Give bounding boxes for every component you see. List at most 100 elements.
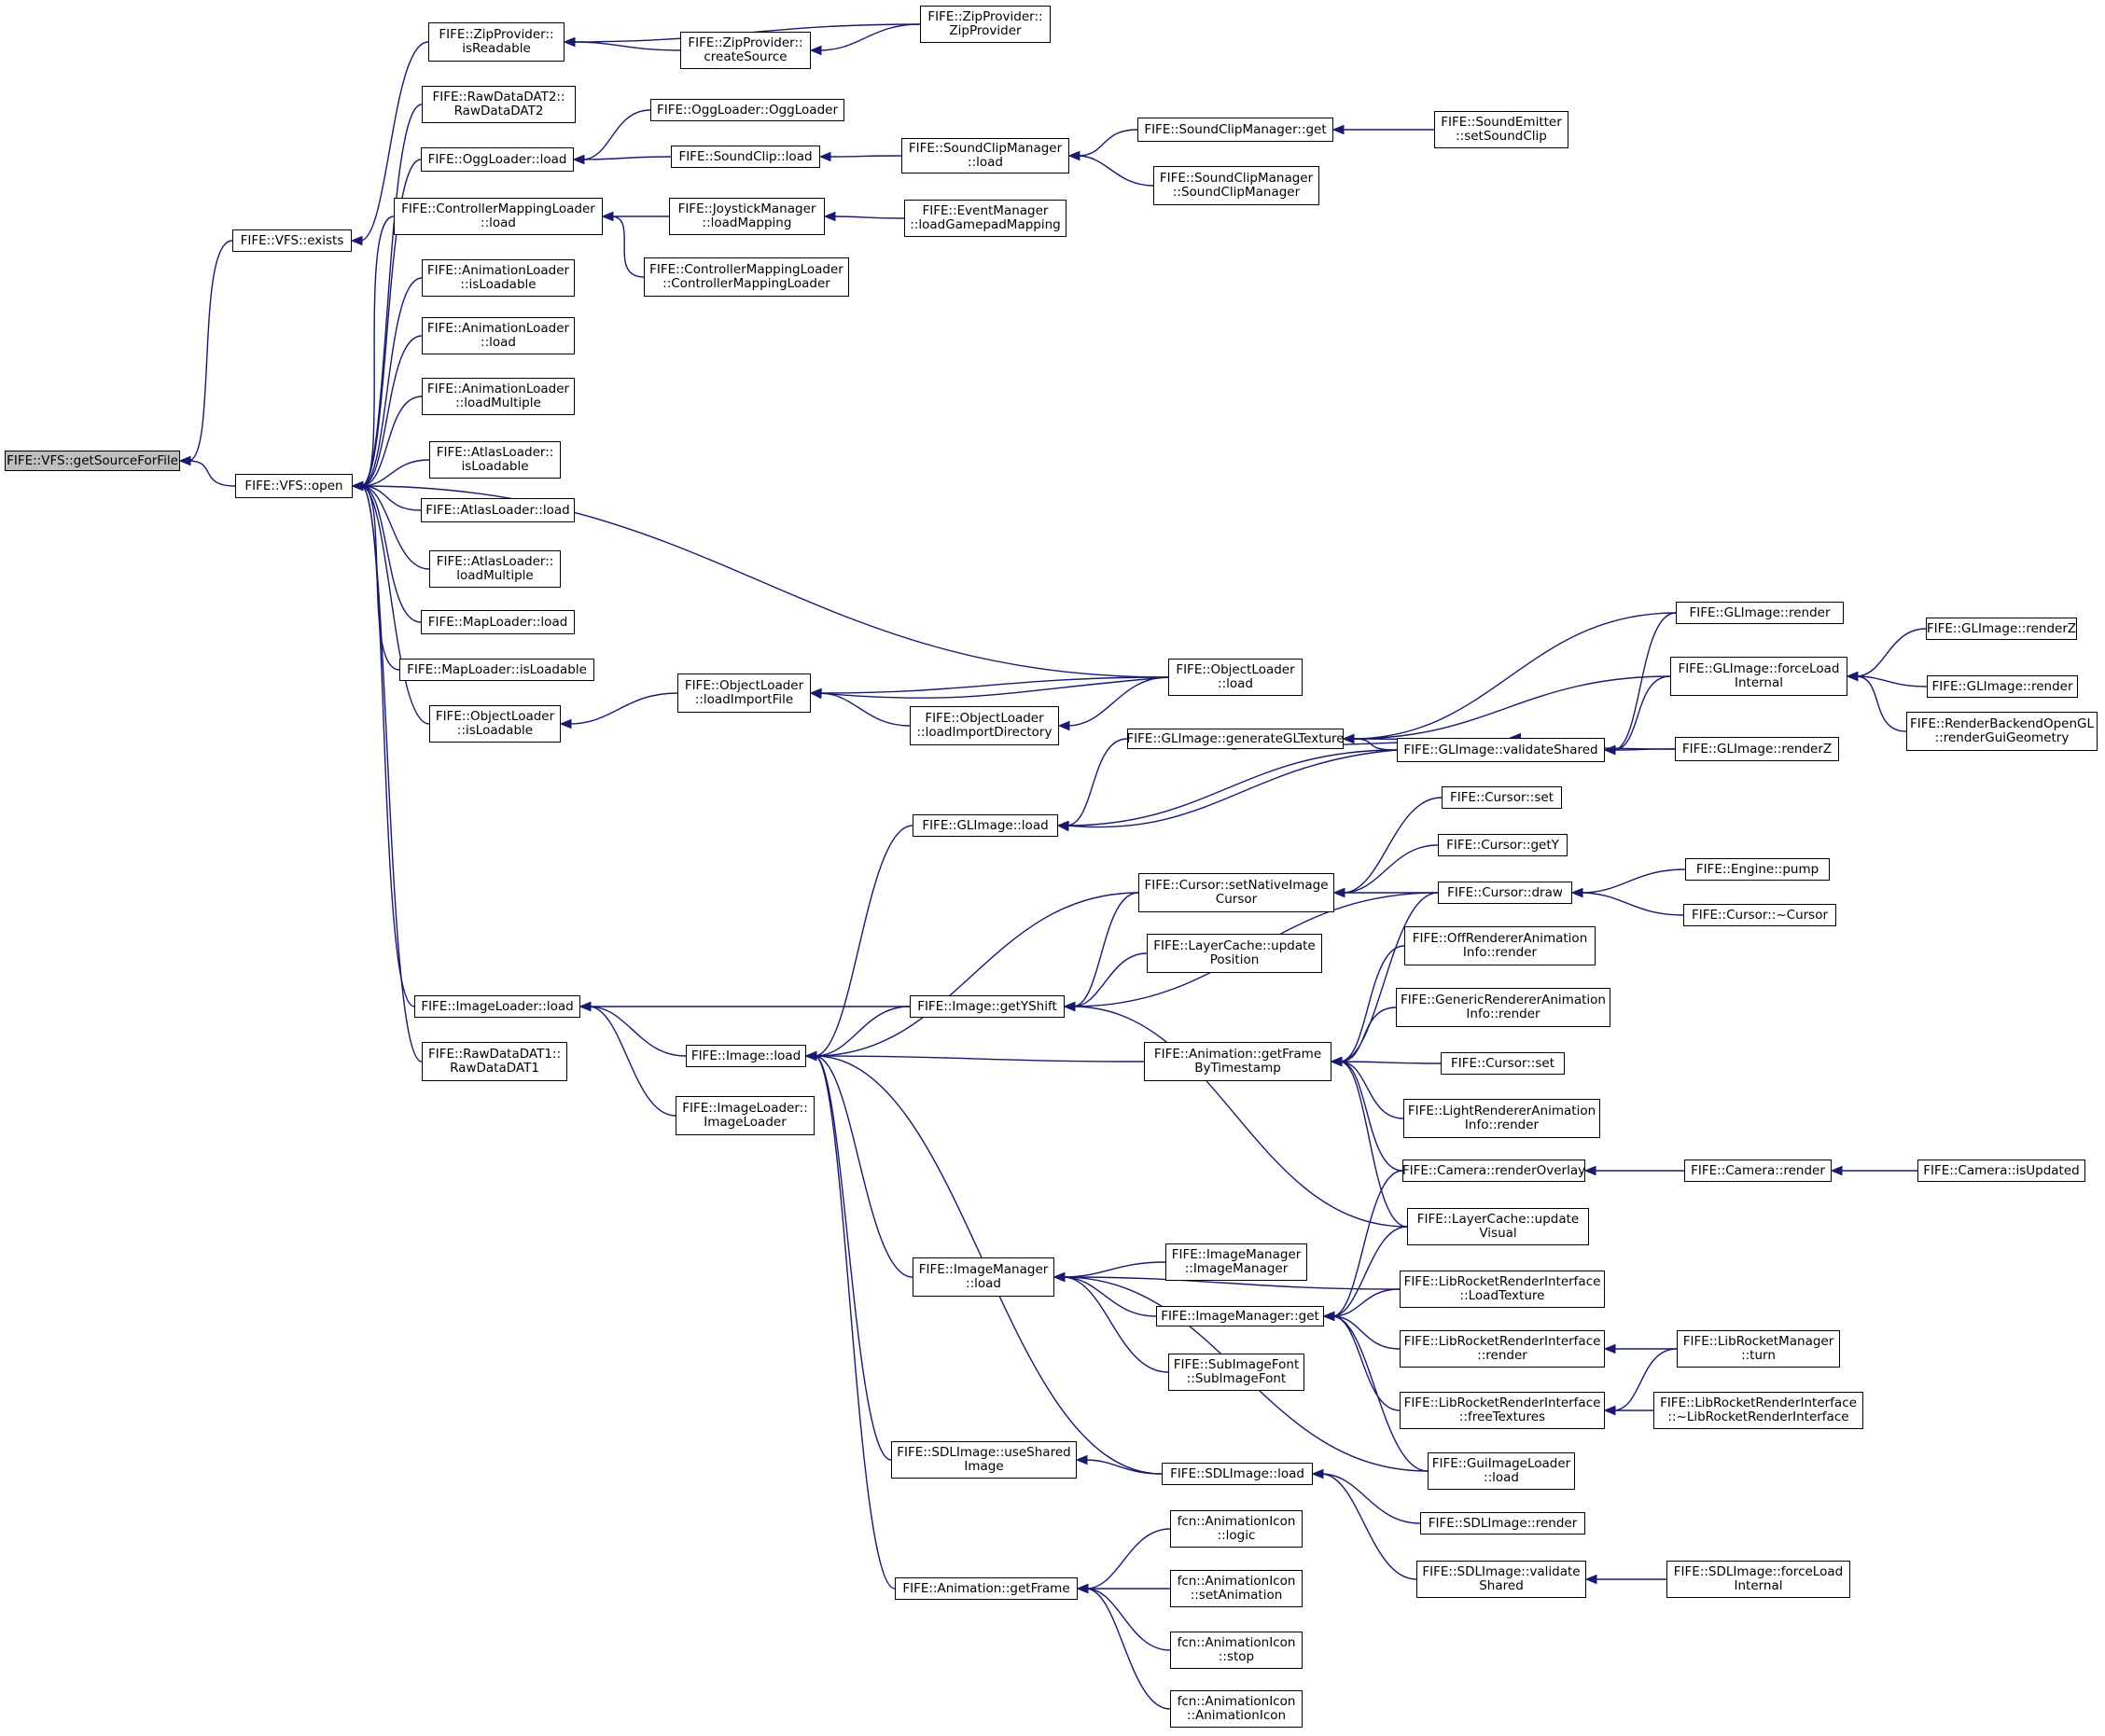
graph-node-cam-render[interactable]: FIFE::Camera::render	[1684, 1160, 1832, 1182]
graph-node-anim-load[interactable]: FIFE::AnimationLoader::load	[422, 317, 575, 354]
graph-node-vfs-open[interactable]: FIFE::VFS::open	[235, 474, 353, 498]
graph-node-anim-isLoadable[interactable]: FIFE::AnimationLoader::isLoadable	[422, 259, 575, 297]
graph-edge	[1320, 1473, 1421, 1524]
graph-node-getSourceForFile: FIFE::VFS::getSourceForFile	[5, 451, 180, 471]
graph-node-gl-load[interactable]: FIFE::GLImage::load	[913, 814, 1058, 837]
graph-edge	[588, 1006, 687, 1057]
graph-node-zip-ctor[interactable]: FIFE::ZipProvider::ZipProvider	[920, 6, 1051, 43]
graph-edge	[1855, 675, 1907, 732]
graph-node-atlas-loadMultiple[interactable]: FIFE::AtlasLoader::loadMultiple	[429, 550, 561, 588]
graph-node-engine-pump[interactable]: FIFE::Engine::pump	[1685, 858, 1830, 881]
graph-node-zip-isReadable[interactable]: FIFE::ZipProvider::isReadable	[428, 22, 565, 62]
graph-node-ogg-load[interactable]: FIFE::OggLoader::load	[421, 147, 574, 172]
graph-node-sdl-load[interactable]: FIFE::SDLImage::load	[1162, 1463, 1313, 1485]
graph-node-imgloader-ctor[interactable]: FIFE::ImageLoader::ImageLoader	[676, 1096, 815, 1135]
graph-edge	[1339, 945, 1405, 1062]
graph-node-soundclip-load[interactable]: FIFE::SoundClip::load	[671, 146, 820, 168]
graph-node-rawdat1[interactable]: FIFE::RawDataDAT1::RawDataDAT1	[422, 1042, 567, 1081]
graph-node-gl-renderZ1[interactable]: FIFE::GLImage::renderZ	[1675, 737, 1839, 761]
graph-node-gl-validate[interactable]: FIFE::GLImage::validateShared	[1397, 738, 1605, 762]
graph-node-cursor-set2[interactable]: FIFE::Cursor::set	[1441, 1052, 1565, 1075]
graph-node-cursor-dtor[interactable]: FIFE::Cursor::~Cursor	[1683, 904, 1836, 926]
graph-node-obj-loadImportDir[interactable]: FIFE::ObjectLoader::loadImportDirectory	[910, 706, 1059, 745]
graph-node-image-load[interactable]: FIFE::Image::load	[686, 1045, 806, 1067]
graph-node-gl-render1[interactable]: FIFE::GLImage::render	[1676, 602, 1844, 624]
graph-node-imgloader-load[interactable]: FIFE::ImageLoader::load	[414, 995, 580, 1018]
graph-node-scm-get[interactable]: FIFE::SoundClipManager::get	[1137, 118, 1333, 142]
graph-node-lrm-turn[interactable]: FIFE::LibRocketManager::turn	[1677, 1330, 1840, 1368]
graph-node-cml-ctor[interactable]: FIFE::ControllerMappingLoader::Controlle…	[644, 257, 849, 297]
graph-node-scm-load[interactable]: FIFE::SoundClipManager::load	[901, 138, 1069, 174]
graph-node-map-isLoadable[interactable]: FIFE::MapLoader::isLoadable	[399, 659, 594, 681]
graph-node-ogg-ctor[interactable]: FIFE::OggLoader::OggLoader	[650, 99, 844, 121]
graph-node-guiimgloader[interactable]: FIFE::GuiImageLoader::load	[1428, 1452, 1575, 1490]
graph-edge	[360, 335, 423, 487]
graph-node-label-line: FIFE::OggLoader::OggLoader	[656, 102, 838, 118]
graph-node-joy-loadMapping[interactable]: FIFE::JoystickManager::loadMapping	[669, 198, 825, 235]
graph-node-gl-renderZ2[interactable]: FIFE::GLImage::renderZ	[1926, 618, 2077, 640]
graph-node-obj-load[interactable]: FIFE::ObjectLoader::load	[1168, 659, 1303, 696]
graph-node-anim-loadMultiple[interactable]: FIFE::AnimationLoader::loadMultiple	[422, 378, 575, 415]
graph-node-animicon-ctor[interactable]: fcn::AnimationIcon::AnimationIcon	[1170, 1690, 1303, 1728]
graph-node-label-line: FIFE::SDLImage::forceLoad	[1673, 1564, 1844, 1579]
graph-node-zip-createSource[interactable]: FIFE::ZipProvider::createSource	[680, 32, 811, 69]
graph-node-label-line: FIFE::ImageLoader::	[682, 1101, 808, 1116]
graph-node-label-line: FIFE::ObjectLoader	[435, 709, 555, 724]
call-graph-edges	[178, 23, 1928, 1710]
graph-node-soundemitter[interactable]: FIFE::SoundEmitter::setSoundClip	[1434, 111, 1568, 148]
graph-node-rawdat2[interactable]: FIFE::RawDataDAT2::RawDataDAT2	[422, 86, 576, 123]
graph-node-obj-loadImportFile[interactable]: FIFE::ObjectLoader::loadImportFile	[677, 674, 811, 713]
graph-node-cursor-set1[interactable]: FIFE::Cursor::set	[1442, 786, 1562, 809]
graph-node-atlas-load[interactable]: FIFE::AtlasLoader::load	[421, 498, 575, 522]
graph-node-em-loadGamepad[interactable]: FIFE::EventManager::loadGamepadMapping	[904, 200, 1066, 237]
graph-node-anim-getFrame[interactable]: FIFE::Animation::getFrame	[895, 1577, 1078, 1600]
graph-edge	[1339, 1007, 1397, 1062]
graph-node-cursor-getY[interactable]: FIFE::Cursor::getY	[1438, 834, 1568, 856]
graph-node-cam-isUpdated[interactable]: FIFE::Camera::isUpdated	[1917, 1160, 2085, 1182]
graph-node-rbogl-renderGui[interactable]: FIFE::RenderBackendOpenGL::renderGuiGeom…	[1906, 712, 2098, 751]
graph-node-imgmgr-ctor[interactable]: FIFE::ImageManager::ImageManager	[1165, 1243, 1307, 1281]
graph-node-librocket-dtor[interactable]: FIFE::LibRocketRenderInterface::~LibRock…	[1653, 1392, 1863, 1429]
graph-node-label-line: Position	[1209, 952, 1260, 967]
graph-edge-arrowhead	[1076, 1583, 1089, 1594]
graph-node-obj-isLoadable[interactable]: FIFE::ObjectLoader::isLoadable	[429, 705, 561, 743]
graph-node-librocket-freeTex[interactable]: FIFE::LibRocketRenderInterface::freeText…	[1400, 1392, 1605, 1429]
graph-node-label-line: FIFE::GLImage::load	[922, 817, 1049, 833]
graph-node-imgmgr-load[interactable]: FIFE::ImageManager::load	[913, 1257, 1054, 1297]
graph-node-librocket-render[interactable]: FIFE::LibRocketRenderInterface::render	[1400, 1330, 1605, 1368]
graph-node-gl-genTex[interactable]: FIFE::GLImage::generateGLTexture	[1126, 729, 1345, 749]
graph-edge-arrowhead	[1067, 150, 1080, 161]
graph-node-scm-ctor[interactable]: FIFE::SoundClipManager::SoundClipManager	[1153, 166, 1319, 205]
graph-node-label-line: FIFE::SDLImage::render	[1428, 1515, 1578, 1531]
graph-node-vfs-exists[interactable]: FIFE::VFS::exists	[232, 229, 352, 252]
graph-node-map-load[interactable]: FIFE::MapLoader::load	[421, 610, 575, 634]
graph-node-cam-renderOverlay[interactable]: FIFE::Camera::renderOverlay	[1402, 1160, 1585, 1182]
graph-node-image-getYShift[interactable]: FIFE::Image::getYShift	[910, 995, 1065, 1018]
graph-node-atlas-isLoadable[interactable]: FIFE::AtlasLoader::isLoadable	[429, 441, 561, 479]
graph-node-subimagefont[interactable]: FIFE::SubImageFont::SubImageFont	[1168, 1354, 1304, 1391]
graph-node-cursor-draw[interactable]: FIFE::Cursor::draw	[1438, 882, 1572, 904]
graph-node-label-line: ::loadImportDirectory	[916, 725, 1052, 740]
graph-node-animicon-logic[interactable]: fcn::AnimationIcon::logic	[1170, 1510, 1303, 1548]
graph-node-imgmgr-get[interactable]: FIFE::ImageManager::get	[1156, 1306, 1324, 1326]
graph-node-animicon-setAnim[interactable]: fcn::AnimationIcon::setAnimation	[1170, 1570, 1303, 1607]
graph-node-cml-load[interactable]: FIFE::ControllerMappingLoader::load	[394, 198, 603, 235]
graph-node-label-line: FIFE::SDLImage::validate	[1422, 1564, 1581, 1579]
graph-node-gl-render2[interactable]: FIFE::GLImage::render	[1927, 675, 2078, 698]
graph-node-animicon-stop[interactable]: fcn::AnimationIcon::stop	[1170, 1632, 1303, 1669]
graph-edge	[1077, 129, 1138, 157]
graph-node-sdl-render[interactable]: FIFE::SDLImage::render	[1420, 1512, 1585, 1535]
graph-edge	[1077, 155, 1154, 187]
graph-node-librocket-loadTex[interactable]: FIFE::LibRocketRenderInterface::LoadText…	[1400, 1271, 1605, 1308]
